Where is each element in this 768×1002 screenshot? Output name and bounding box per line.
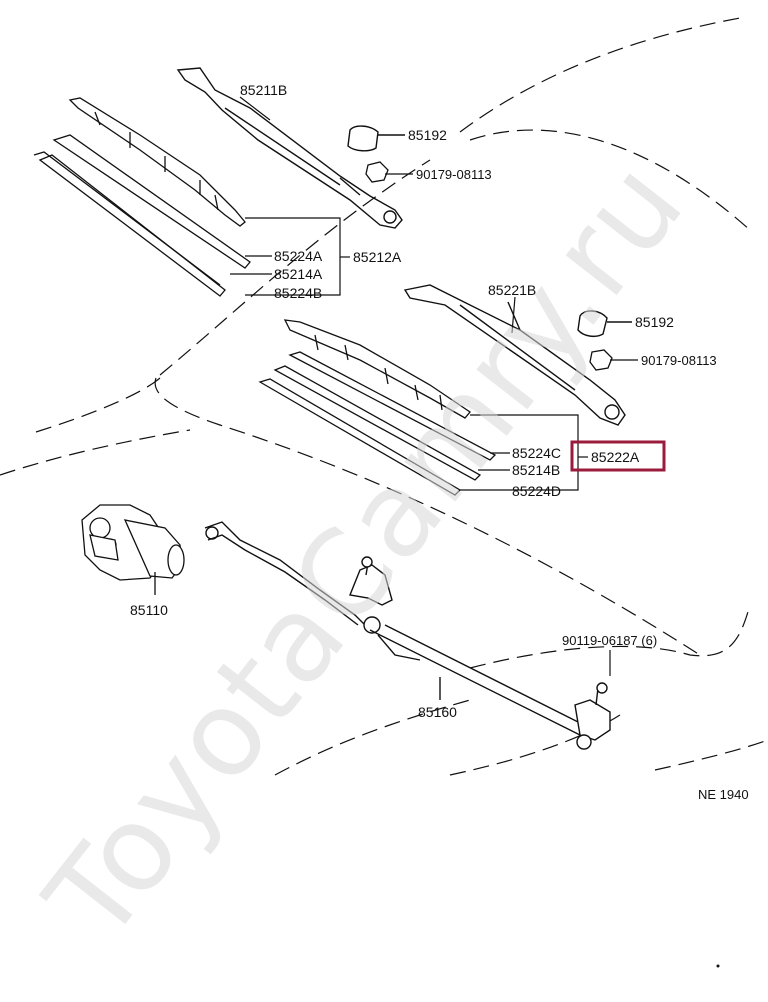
cap-85192-top — [347, 125, 405, 152]
label-85192-mid: 85192 — [635, 314, 674, 330]
label-85160: 85160 — [418, 704, 457, 720]
speck-dot — [716, 964, 720, 968]
leader-lines-top — [230, 96, 350, 296]
label-85192-top: 85192 — [408, 127, 447, 143]
cap-85192-mid — [577, 310, 632, 338]
wiper-blade-85212a — [33, 97, 251, 297]
figure-code: NE 1940 — [698, 787, 749, 802]
label-85224d: 85224D — [512, 483, 561, 499]
nut-90179-mid — [589, 349, 638, 371]
label-85224b: 85224B — [274, 285, 322, 301]
wiper-blade-85222a — [258, 319, 497, 496]
label-85222a: 85222A — [591, 449, 640, 465]
label-85214b: 85214B — [512, 462, 560, 478]
label-85221b: 85221B — [488, 282, 536, 298]
label-85110: 85110 — [130, 602, 168, 618]
label-90179-top: 90179-08113 — [416, 167, 492, 182]
wiper-linkage-85160 — [204, 521, 611, 750]
label-90119: 90119-06187 (6) — [562, 633, 657, 648]
windshield-outline — [0, 17, 768, 776]
label-85211b: 85211B — [240, 82, 287, 98]
label-90179-mid: 90179-08113 — [641, 353, 717, 368]
highlight-box-85222a — [570, 440, 666, 472]
wiper-arm-85211b — [176, 67, 403, 229]
label-85214a: 85214A — [274, 266, 323, 282]
leader-lines-mid — [460, 296, 588, 491]
label-85224a: 85224A — [274, 248, 323, 264]
nut-90179-top — [365, 161, 413, 183]
wiper-motor-85110 — [81, 504, 185, 595]
label-85212a: 85212A — [353, 249, 402, 265]
label-85224c: 85224C — [512, 445, 561, 461]
